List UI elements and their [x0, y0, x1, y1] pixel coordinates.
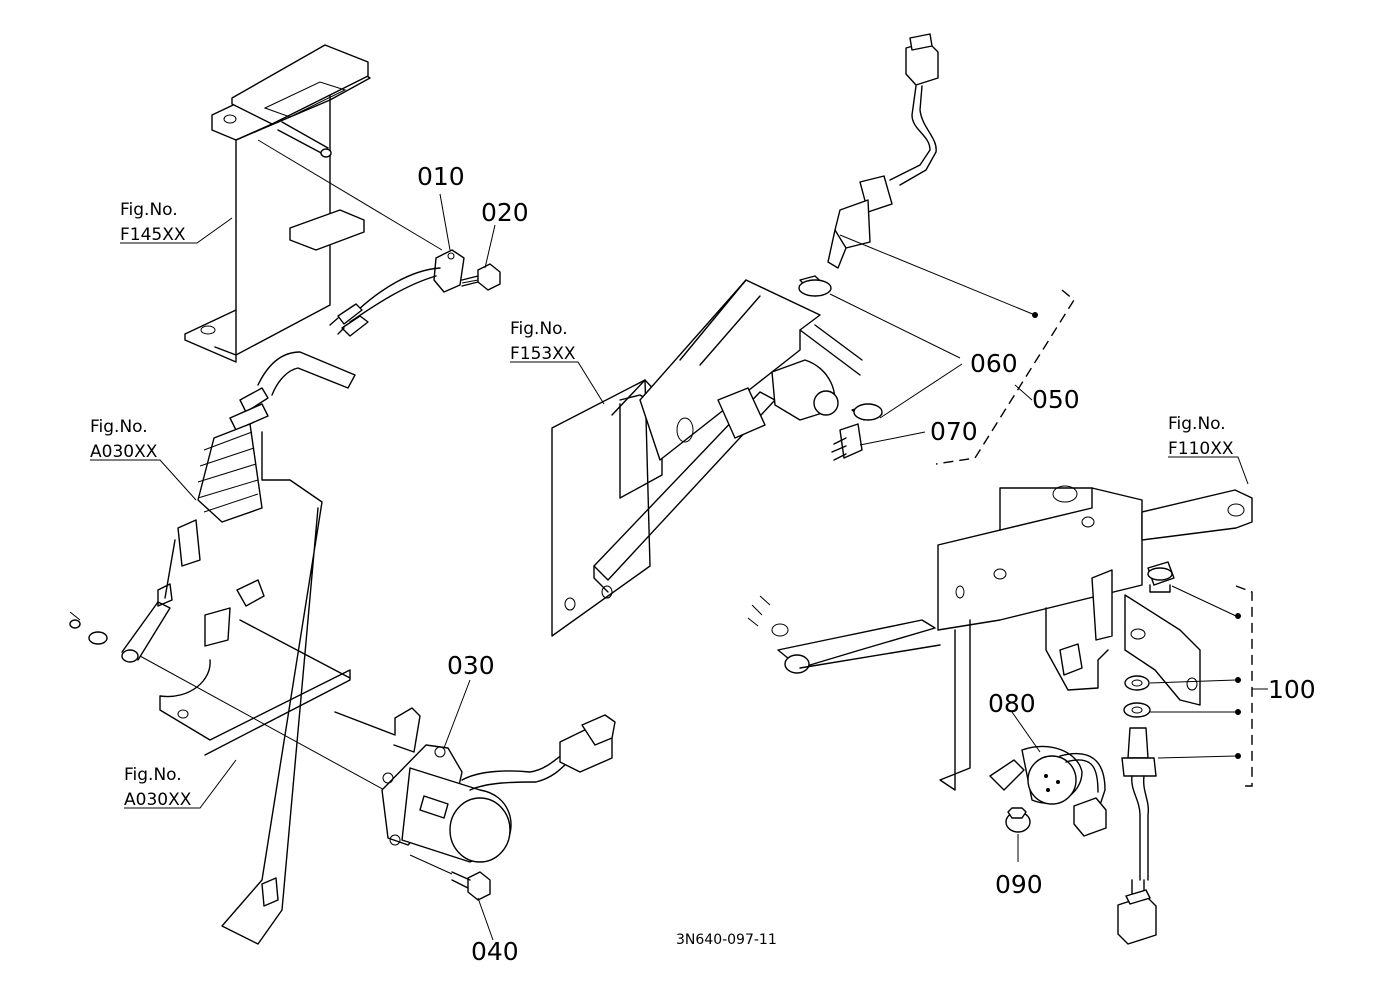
figref-a030-bottom-code: A030XX [124, 790, 192, 810]
label-050: 050 [1032, 385, 1080, 414]
label-020: 020 [481, 198, 529, 227]
label-060: 060 [970, 349, 1018, 378]
label-010: 010 [417, 162, 465, 191]
bracket-f153 [551, 279, 863, 637]
label-080: 080 [988, 689, 1036, 718]
actuator-030 [381, 714, 616, 863]
figref-f145-code: F145XX [120, 225, 186, 245]
group-bracket-050 [935, 289, 1075, 465]
sensor-080 [989, 745, 1107, 837]
figref-f153-title: Fig.No. [510, 319, 568, 339]
figref-f153-code: F153XX [510, 344, 576, 364]
figref-a030-top-title: Fig.No. [90, 417, 148, 437]
label-040: 040 [471, 937, 519, 966]
bolt-040 [409, 854, 491, 901]
label-090: 090 [995, 870, 1043, 899]
switch-010 [329, 249, 465, 337]
figref-f110-title: Fig.No. [1168, 414, 1226, 434]
figref-f110-code: F110XX [1168, 439, 1234, 459]
sensor-050 [798, 33, 1036, 461]
leaders-100 [1149, 585, 1237, 759]
drawing-code: 3N640-097-11 [676, 932, 777, 948]
label-030: 030 [447, 651, 495, 680]
rod-assembly [69, 351, 421, 945]
figref-a030-bottom-title: Fig.No. [124, 765, 182, 785]
label-070: 070 [930, 417, 978, 446]
bracket-f110 [747, 485, 1253, 791]
bracket-f145 [184, 44, 443, 363]
switch-100 [1117, 561, 1175, 945]
bolt-020 [461, 263, 501, 291]
label-100: 100 [1268, 675, 1316, 704]
screw-090 [1005, 807, 1031, 833]
figref-a030-top-code: A030XX [90, 442, 158, 462]
figref-f145-title: Fig.No. [120, 200, 178, 220]
